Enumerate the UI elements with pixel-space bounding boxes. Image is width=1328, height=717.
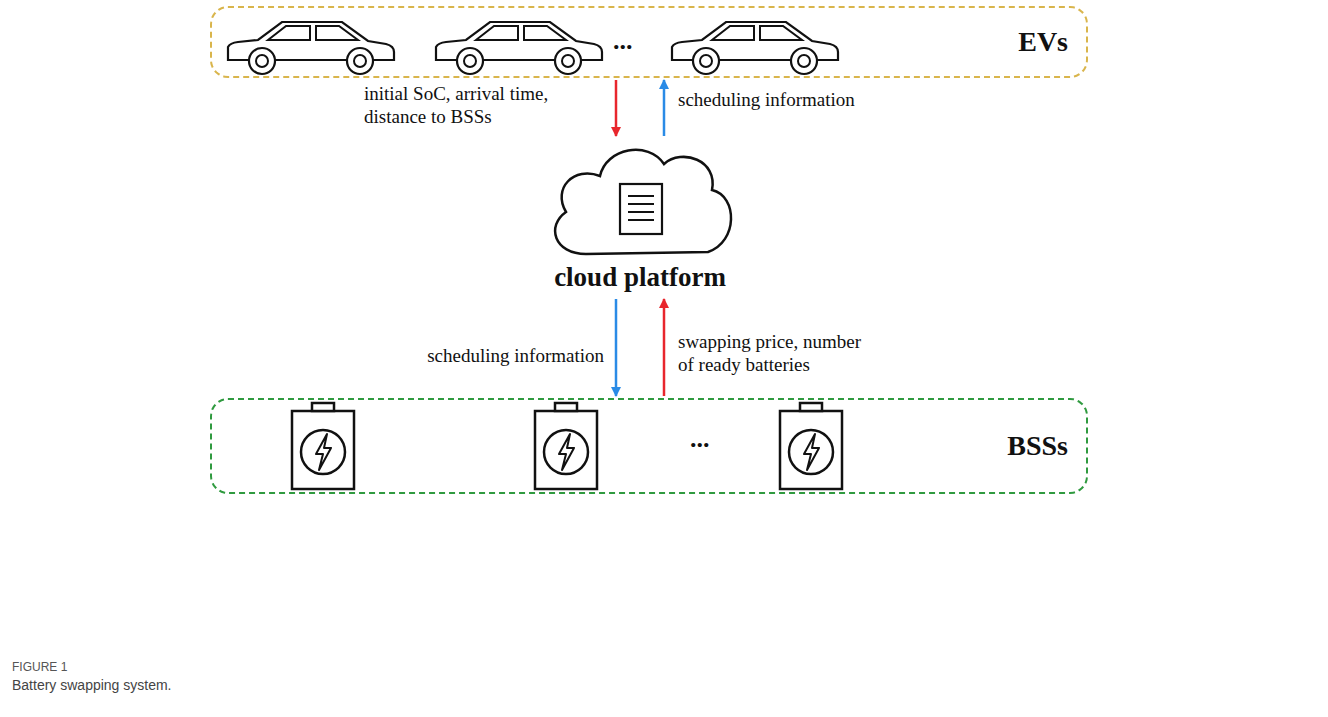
bss-group: BSSs bbox=[210, 398, 1088, 494]
car-icon bbox=[228, 22, 394, 74]
edge-label: scheduling information bbox=[427, 344, 604, 367]
cloud-platform: cloud platform bbox=[540, 138, 740, 297]
flow-arrow bbox=[663, 299, 666, 396]
caption: Battery swapping system. bbox=[12, 677, 172, 693]
figure-number: FIGURE 1 bbox=[12, 660, 67, 674]
flow-arrow bbox=[615, 299, 618, 396]
battery-icon bbox=[535, 403, 597, 489]
group-title: BSSs bbox=[1007, 430, 1068, 462]
edge-label: initial SoC, arrival time, distance to B… bbox=[364, 82, 604, 128]
group-title: EVs bbox=[1018, 26, 1068, 58]
ellipsis: ... bbox=[613, 26, 633, 56]
ellipsis: ... bbox=[690, 424, 710, 454]
cloud-shape bbox=[540, 138, 740, 262]
edge-label: scheduling information bbox=[678, 88, 855, 111]
battery-icon bbox=[292, 403, 354, 489]
battery-icon bbox=[780, 403, 842, 489]
ev-group: EVs bbox=[210, 6, 1088, 78]
car-icon bbox=[436, 22, 602, 74]
flow-arrow bbox=[615, 80, 618, 136]
edge-label: swapping price, number of ready batterie… bbox=[678, 330, 878, 376]
flow-arrow bbox=[663, 80, 666, 136]
car-icon bbox=[672, 22, 838, 74]
platform-name: cloud platform bbox=[540, 262, 740, 293]
